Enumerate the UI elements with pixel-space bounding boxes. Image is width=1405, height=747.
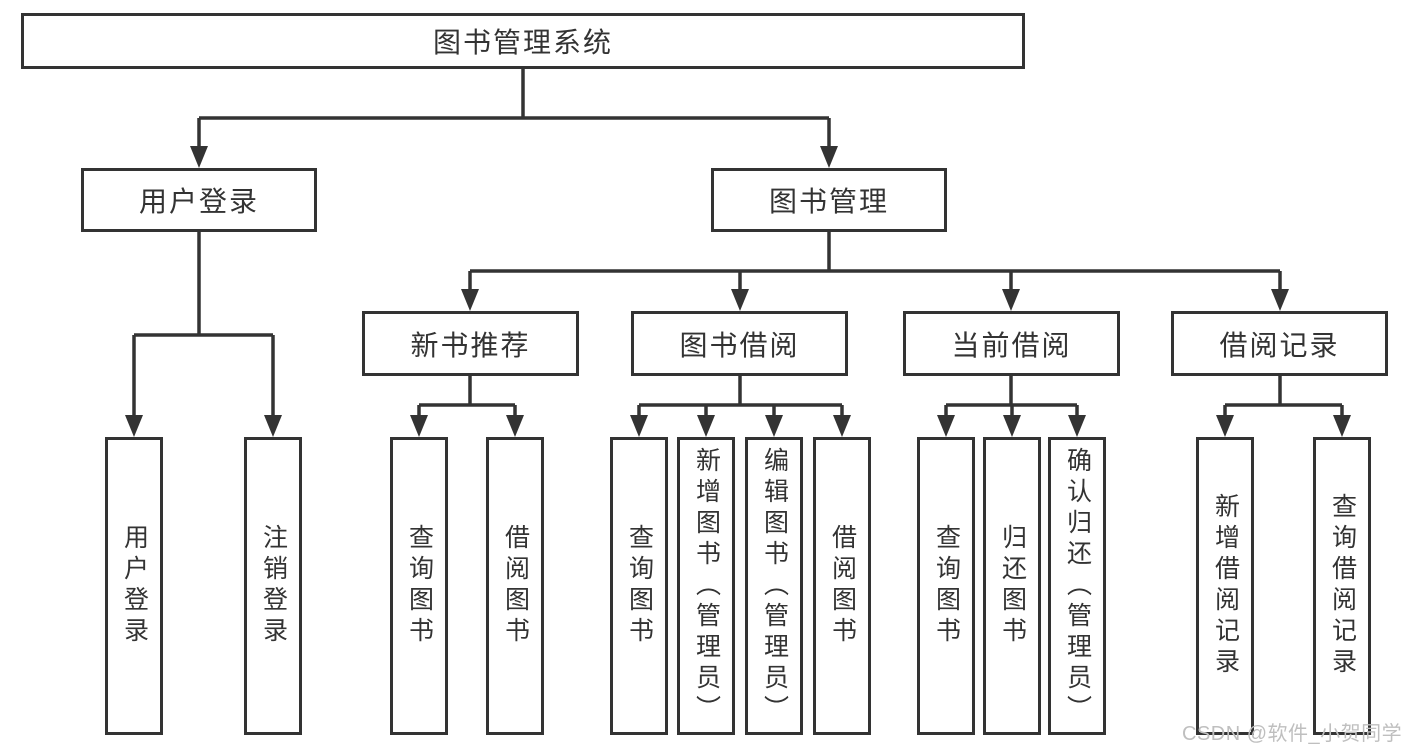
leaf-logout: 注销登录 (244, 437, 302, 735)
leaf-borrow-books-label: 借阅图书 (828, 524, 857, 648)
leaf-query-books-recommend: 查询图书 (390, 437, 448, 735)
leaf-user-login: 用户登录 (105, 437, 163, 735)
leaf-add-books-admin-label: 新增图书（管理员） (692, 446, 721, 726)
connector-userlogin-to-leaves (125, 232, 282, 437)
node-book-management: 图书管理 (711, 168, 947, 232)
leaf-return-books: 归还图书 (983, 437, 1041, 735)
node-borrow-records-label: 借阅记录 (1219, 329, 1340, 361)
node-borrow-records: 借阅记录 (1171, 311, 1388, 376)
node-current-borrow-label: 当前借阅 (951, 329, 1072, 361)
leaf-add-books-admin: 新增图书（管理员） (677, 437, 735, 735)
leaf-user-login-label: 用户登录 (120, 524, 149, 648)
leaf-borrow-books-recommend-label: 借阅图书 (501, 524, 530, 648)
node-user-login-label: 用户登录 (138, 186, 259, 217)
node-root-system: 图书管理系统 (21, 13, 1025, 69)
leaf-query-books-borrow-label: 查询图书 (625, 524, 654, 648)
node-current-borrow: 当前借阅 (903, 311, 1120, 376)
leaf-borrow-books-recommend: 借阅图书 (486, 437, 544, 735)
node-book-borrow-label: 图书借阅 (679, 329, 800, 361)
node-book-borrow: 图书借阅 (631, 311, 848, 376)
leaf-logout-label: 注销登录 (259, 524, 288, 648)
connector-root-to-level2 (190, 69, 838, 168)
leaf-add-borrow-record-label: 新增借阅记录 (1211, 493, 1240, 679)
node-root-label: 图书管理系统 (432, 27, 613, 58)
node-new-book-recommend: 新书推荐 (362, 311, 579, 376)
leaf-borrow-books: 借阅图书 (813, 437, 871, 735)
leaf-query-books-current-label: 查询图书 (932, 524, 961, 648)
node-new-book-recommend-label: 新书推荐 (410, 329, 531, 361)
leaf-query-books-current: 查询图书 (917, 437, 975, 735)
leaf-confirm-return-admin: 确认归还（管理员） (1048, 437, 1106, 735)
connector-currentborrow-to-leaves (937, 376, 1086, 437)
leaf-query-books-borrow: 查询图书 (610, 437, 668, 735)
leaf-query-books-recommend-label: 查询图书 (405, 524, 434, 648)
leaf-query-borrow-record-label: 查询借阅记录 (1328, 493, 1357, 679)
connector-newbook-to-leaves (410, 376, 524, 437)
leaf-return-books-label: 归还图书 (998, 524, 1027, 648)
leaf-confirm-return-admin-label: 确认归还（管理员） (1063, 446, 1092, 726)
leaf-edit-books-admin: 编辑图书（管理员） (745, 437, 803, 735)
leaf-query-borrow-record: 查询借阅记录 (1313, 437, 1371, 735)
node-book-management-label: 图书管理 (768, 186, 889, 217)
node-user-login: 用户登录 (81, 168, 317, 232)
leaf-add-borrow-record: 新增借阅记录 (1196, 437, 1254, 735)
leaf-edit-books-admin-label: 编辑图书（管理员） (760, 446, 789, 726)
csdn-watermark: CSDN @软件_小贺同学 (1182, 723, 1403, 745)
connector-bookborrow-to-leaves (630, 376, 851, 437)
connector-borrowrecord-to-leaves (1216, 376, 1351, 437)
connector-bookmgmt-to-level3 (461, 232, 1289, 311)
